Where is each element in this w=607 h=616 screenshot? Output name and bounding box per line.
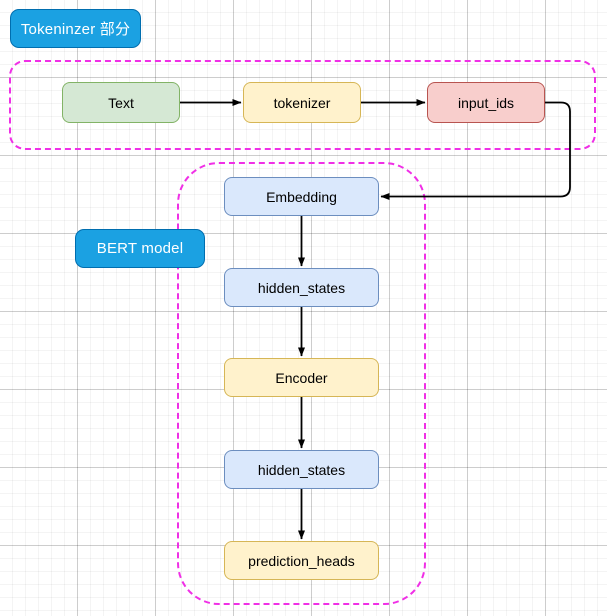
node-text[interactable]: Text xyxy=(62,82,180,123)
node-encoder[interactable]: Encoder xyxy=(224,358,379,397)
badge-tokenizer-section[interactable]: Tokeninzer 部分 xyxy=(10,9,141,48)
node-tokenizer[interactable]: tokenizer xyxy=(243,82,361,123)
node-hidden-states-2[interactable]: hidden_states xyxy=(224,450,379,489)
group-tokenizer-section xyxy=(9,60,596,150)
node-input-ids[interactable]: input_ids xyxy=(427,82,545,123)
badge-bert-model[interactable]: BERT model xyxy=(75,229,205,268)
node-embedding[interactable]: Embedding xyxy=(224,177,379,216)
group-bert-model-section xyxy=(177,162,426,605)
node-hidden-states-1[interactable]: hidden_states xyxy=(224,268,379,307)
node-prediction-heads[interactable]: prediction_heads xyxy=(224,541,379,580)
